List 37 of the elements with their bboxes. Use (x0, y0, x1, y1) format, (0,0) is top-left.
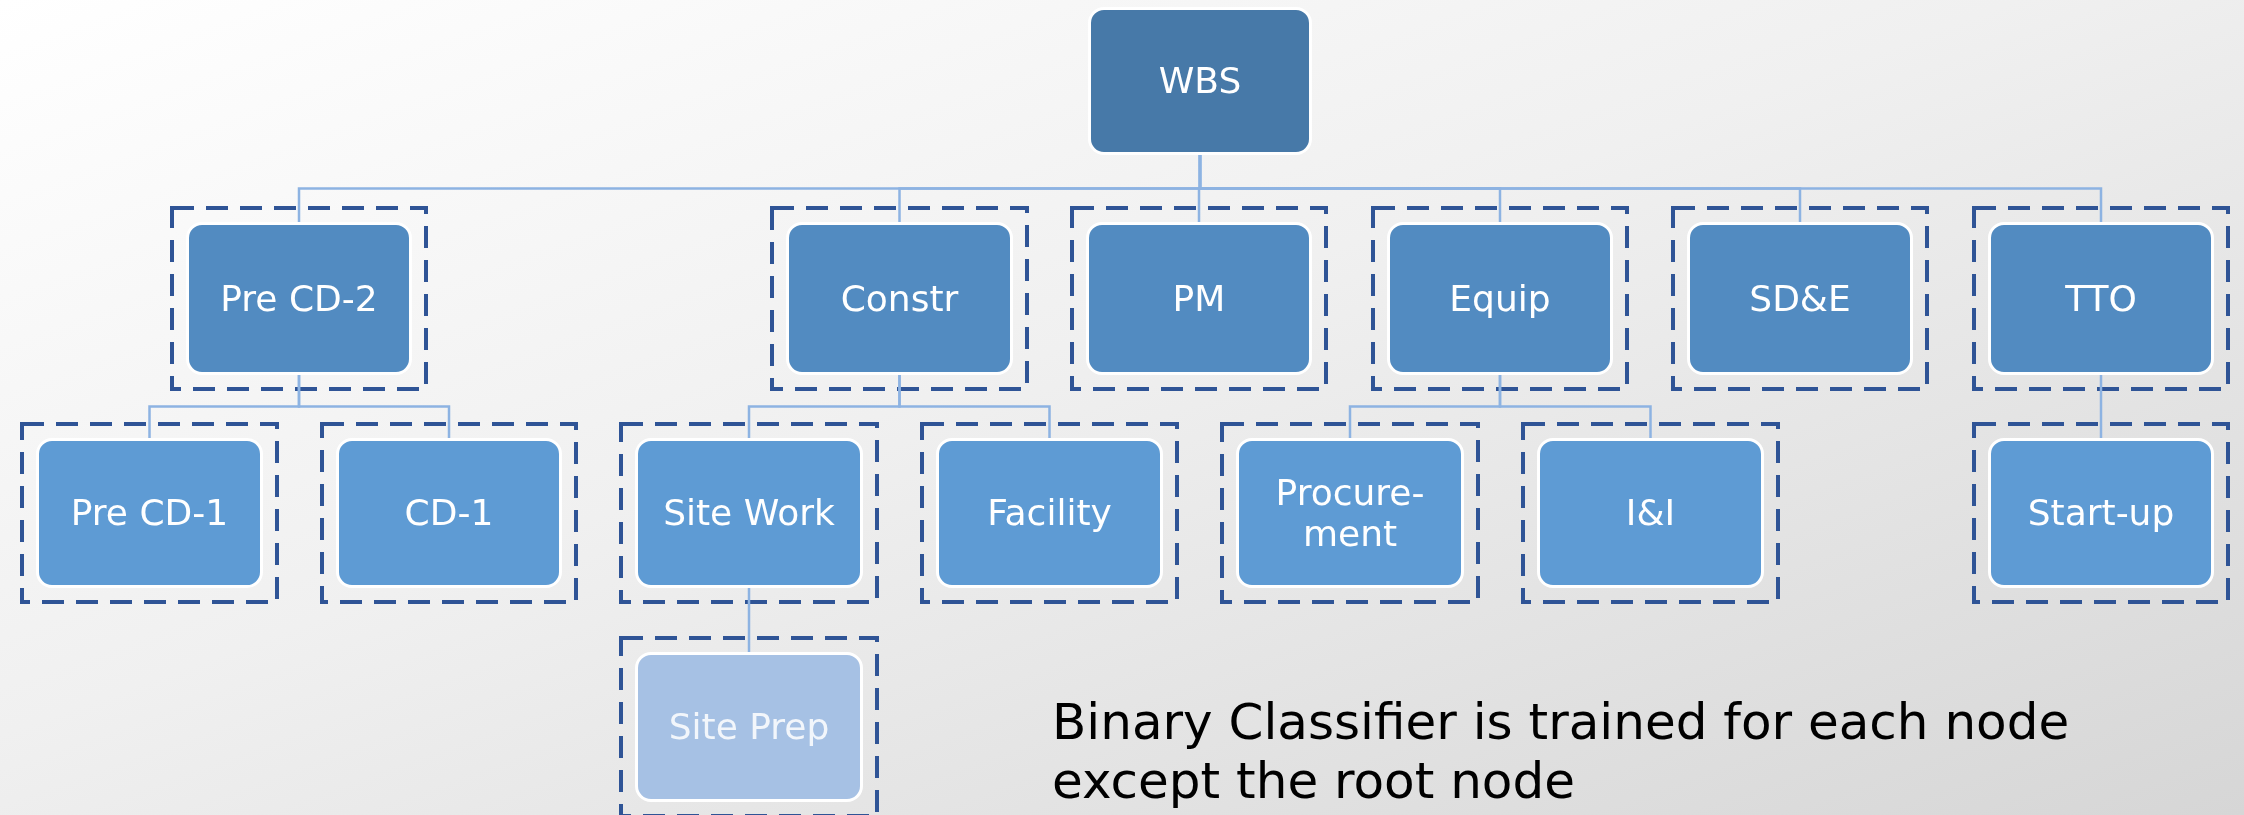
box-label: Facility (986, 492, 1113, 534)
box-label: WBS (1157, 60, 1243, 102)
org-chart-box (635, 438, 863, 588)
org-chart-box (336, 438, 562, 588)
connector-line (747, 588, 751, 652)
note-text: Binary Classifier is trained for each node except the root node (1052, 693, 2071, 811)
box-label: I&I (1624, 492, 1677, 534)
connector-line (297, 375, 451, 438)
org-chart-box (1687, 222, 1913, 375)
box-label: Site Work (662, 492, 836, 534)
org-chart-box (186, 222, 412, 375)
org-chart-box (1988, 222, 2214, 375)
org-chart-box (1236, 438, 1464, 588)
connector-line (1198, 155, 2103, 222)
org-chart-box (1086, 222, 1312, 375)
box-label: Procure-ment (1274, 471, 1426, 555)
org-chart-box (1387, 222, 1613, 375)
org-chart-box (1537, 438, 1764, 588)
box-label: Constr (839, 277, 960, 320)
box-label: TTO (2064, 277, 2138, 320)
box-label: SD&E (1748, 277, 1852, 320)
org-chart-box (1988, 438, 2214, 588)
box-label: Site Prep (667, 706, 831, 748)
connector-line (2099, 375, 2103, 438)
box-label: Pre CD-2 (219, 277, 379, 320)
box-label: Start-up (2026, 492, 2176, 534)
box-label: CD-1 (403, 492, 495, 534)
box-label: Pre CD-1 (69, 492, 230, 534)
org-chart-box (936, 438, 1163, 588)
connector-line (1498, 375, 1652, 438)
box-label: Equip (1448, 277, 1552, 320)
org-chart-box (786, 222, 1013, 375)
connector-line (898, 375, 1051, 438)
org-chart-box (635, 652, 863, 802)
org-chart-box (36, 438, 263, 588)
box-label: PM (1171, 277, 1227, 320)
org-chart-box (1088, 7, 1312, 155)
